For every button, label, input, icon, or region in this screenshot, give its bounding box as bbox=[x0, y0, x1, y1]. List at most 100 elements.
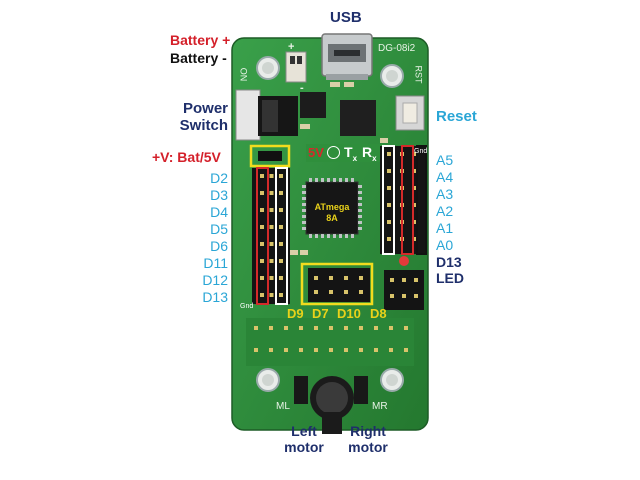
board-model-text: DG-08i2 bbox=[378, 43, 416, 54]
mcu-leg bbox=[358, 215, 362, 218]
header-pin bbox=[279, 225, 283, 229]
extra-header bbox=[384, 270, 424, 310]
servo-pin bbox=[359, 290, 363, 294]
header-pin bbox=[390, 294, 394, 298]
header-pin bbox=[260, 242, 264, 246]
mcu-leg bbox=[302, 221, 306, 224]
driver-pin bbox=[374, 326, 378, 330]
pin-label-left: D4 bbox=[210, 204, 228, 220]
driver-pin bbox=[299, 348, 303, 352]
servo-label-d10: D10 bbox=[337, 306, 361, 321]
driver-pin bbox=[329, 326, 333, 330]
pin-label-left: D3 bbox=[210, 187, 228, 203]
mcu-leg bbox=[302, 209, 306, 212]
header-pin bbox=[413, 237, 417, 241]
header-pin bbox=[414, 294, 418, 298]
servo-highlight bbox=[300, 262, 374, 306]
left-motor-label-2: motor bbox=[284, 439, 324, 455]
header-pin bbox=[387, 220, 391, 224]
header-pin bbox=[269, 174, 274, 178]
vplus-jumper-box bbox=[249, 144, 291, 168]
pin-label-right: A4 bbox=[436, 169, 454, 185]
servo-label-d8: D8 bbox=[370, 306, 387, 321]
driver-pin bbox=[344, 348, 348, 352]
driver-pin bbox=[254, 326, 258, 330]
servo-pin bbox=[314, 290, 318, 294]
driver-pin bbox=[344, 326, 348, 330]
header-pin bbox=[269, 259, 274, 263]
header-pin bbox=[279, 191, 283, 195]
mcu-leg bbox=[302, 215, 306, 218]
fivev-text: 5V bbox=[308, 145, 324, 160]
header-pin bbox=[413, 169, 417, 173]
pin-label-right: A3 bbox=[436, 186, 454, 202]
servo-pin bbox=[314, 276, 318, 280]
header-pin bbox=[279, 259, 283, 263]
mr-text: MR bbox=[372, 401, 388, 412]
mcu-chip bbox=[302, 178, 362, 238]
black-highlight-right bbox=[416, 145, 427, 255]
power-switch-label-2: Switch bbox=[179, 117, 228, 134]
driver-pin bbox=[374, 348, 378, 352]
header-pin bbox=[269, 293, 274, 297]
mcu-leg bbox=[315, 234, 318, 238]
right-motor-label-1: Right bbox=[350, 423, 386, 439]
c-circle-icon bbox=[327, 146, 340, 159]
chip-line1: ATmega bbox=[314, 202, 350, 212]
driver-pin bbox=[359, 326, 363, 330]
usb-connector bbox=[321, 33, 373, 80]
mcu-leg bbox=[358, 191, 362, 194]
usb-label: USB bbox=[330, 9, 362, 26]
header-pin bbox=[402, 278, 406, 282]
red-highlight-left bbox=[256, 167, 269, 305]
mcu-leg bbox=[345, 178, 348, 182]
header-pin bbox=[387, 237, 391, 241]
battery-minus-label: Battery - bbox=[170, 50, 227, 66]
servo-pin bbox=[344, 276, 348, 280]
red-highlight-right bbox=[401, 145, 414, 255]
header-pin bbox=[260, 276, 264, 280]
driver-pin bbox=[284, 326, 288, 330]
mcu-leg bbox=[345, 234, 348, 238]
switch-on-text: ON bbox=[238, 67, 249, 82]
mcu-leg bbox=[351, 178, 354, 182]
header-pin bbox=[260, 259, 264, 263]
mcu-leg bbox=[358, 227, 362, 230]
rx-text: Rx bbox=[362, 144, 377, 163]
left-header-pins bbox=[260, 174, 283, 297]
mcu-leg bbox=[358, 221, 362, 224]
header-pin bbox=[387, 186, 391, 190]
pin-label-right: A5 bbox=[436, 152, 454, 168]
battery-connector bbox=[285, 51, 307, 83]
servo-pin bbox=[359, 276, 363, 280]
header-pin bbox=[279, 208, 283, 212]
driver-pin bbox=[404, 348, 408, 352]
pin-label-right: A0 bbox=[436, 237, 454, 253]
regulator bbox=[300, 92, 326, 118]
mcu-leg bbox=[333, 178, 336, 182]
smd-components bbox=[290, 82, 388, 255]
header-pin bbox=[402, 294, 406, 298]
driver-pin bbox=[314, 326, 318, 330]
right-motor-connector bbox=[354, 376, 368, 404]
header-pin bbox=[260, 225, 264, 229]
mcu-leg bbox=[309, 178, 312, 182]
capacitor bbox=[310, 376, 354, 434]
left-header bbox=[252, 168, 290, 304]
power-switch bbox=[235, 89, 298, 141]
header-pin bbox=[279, 276, 283, 280]
servo-pin bbox=[329, 276, 333, 280]
pin-label-left: D11 bbox=[203, 255, 228, 271]
driver-pin bbox=[269, 348, 273, 352]
header-pin bbox=[260, 208, 264, 212]
power-switch-label-1: Power bbox=[182, 100, 228, 117]
pin-label-left: D13 bbox=[202, 289, 228, 305]
d13-led bbox=[399, 256, 409, 266]
servo-pin bbox=[329, 290, 333, 294]
mcu-leg bbox=[339, 178, 342, 182]
mcu-leg bbox=[315, 178, 318, 182]
servo-label-d7: D7 bbox=[312, 306, 329, 321]
pin-label-left: D12 bbox=[202, 272, 228, 288]
servo-label-d9: D9 bbox=[287, 306, 304, 321]
header-pin bbox=[414, 278, 418, 282]
